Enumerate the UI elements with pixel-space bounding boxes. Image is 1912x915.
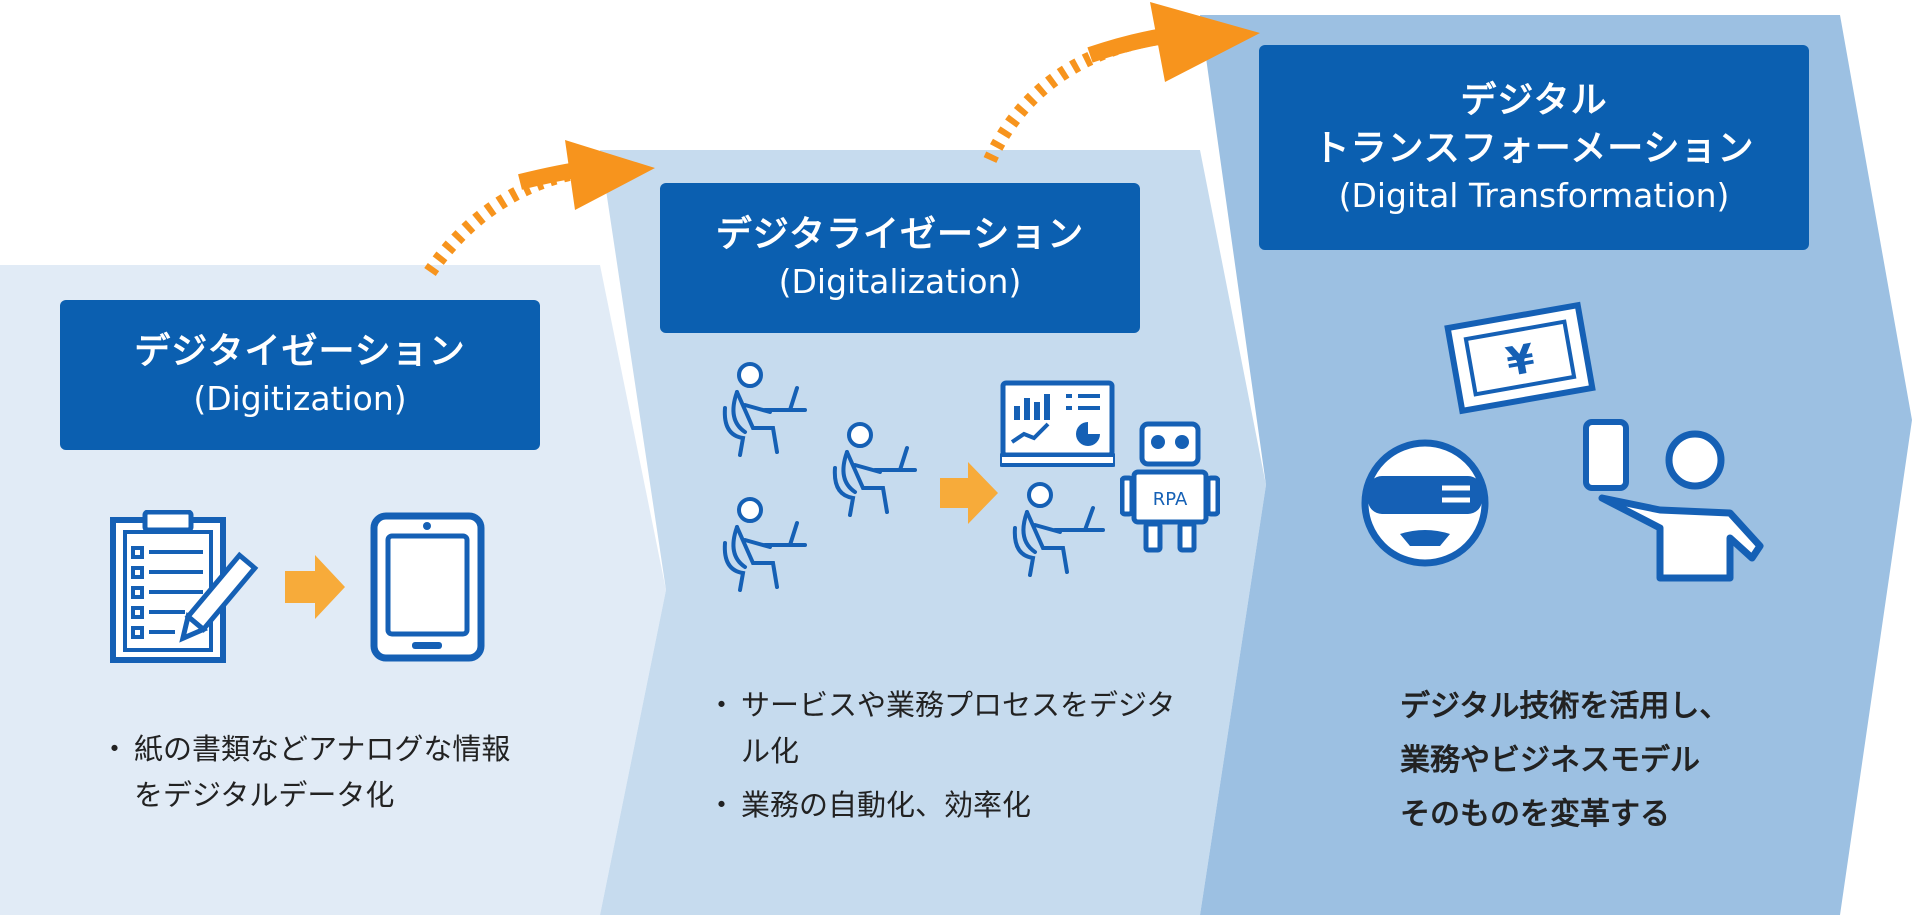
stage3-title-en: (Digital Transformation) [1338, 175, 1730, 215]
stage3-line-1: デジタル技術を活用し、 [1400, 689, 1730, 724]
stage1-bullet: 紙の書類などアナログな情報をデジタルデータ化 [100, 726, 526, 818]
stage3-line-3: そのものを変革する [1400, 797, 1670, 832]
stage3-title-box: デジタル トランスフォーメーション (Digital Transformatio… [1259, 45, 1809, 250]
stage2-title-en: (Digitalization) [778, 262, 1022, 301]
orange-arrow-icon-2 [940, 462, 998, 524]
tablet-icon [370, 512, 485, 662]
stage3-title-jp-line1: デジタル [1460, 79, 1608, 121]
progress-arrow-2 [983, 2, 1260, 163]
yen-banknote-icon: ¥ [1444, 301, 1596, 415]
stage1-description: 紙の書類などアナログな情報をデジタルデータ化 [100, 726, 526, 818]
stage3-title-jp-line2: トランスフォーメーション [1313, 127, 1755, 169]
progress-arrow-1 [424, 140, 655, 276]
person-with-smartphone-icon [1583, 419, 1764, 582]
stage1-title-jp: デジタイゼーション [134, 331, 466, 372]
stage2-title-jp: デジタライゼーション [715, 214, 1085, 255]
clipboard-icon [110, 510, 259, 663]
rpa-label: RPA [1153, 489, 1188, 510]
stage3-line-2: 業務やビジネスモデル [1400, 743, 1700, 778]
stage1-title-box: デジタイゼーション (Digitization) [60, 300, 540, 450]
stage3-description: デジタル技術を活用し、 業務やビジネスモデル そのものを変革する [1400, 680, 1820, 842]
dashboard-monitor-icon [1000, 380, 1115, 467]
stage1-title-en: (Digitization) [193, 379, 407, 418]
stage2-bullet-1: サービスや業務プロセスをデジタル化 [707, 682, 1183, 774]
stage2-bullet-2: 業務の自動化、効率化 [707, 782, 1183, 828]
vr-headset-user-icon [1361, 439, 1489, 567]
office-workers-icon [722, 362, 917, 592]
worker-at-desk-icon [1012, 482, 1105, 577]
orange-arrow-icon [285, 555, 345, 619]
stage2-title-box: デジタライゼーション (Digitalization) [660, 183, 1140, 333]
rpa-robot-icon: RPA [1120, 421, 1220, 553]
stage2-description: サービスや業務プロセスをデジタル化 業務の自動化、効率化 [707, 682, 1183, 828]
